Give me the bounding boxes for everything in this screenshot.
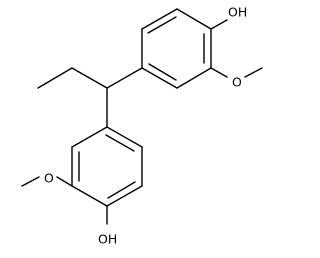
upper-ring-double-bond xyxy=(147,16,177,34)
bond-upper-ring-o xyxy=(210,67,228,78)
bond-lower-ring-o xyxy=(56,176,73,187)
bond-upper-o-methyl xyxy=(244,67,263,78)
upper-ring-double-bond xyxy=(148,63,177,81)
lower-ring-bond xyxy=(71,126,108,148)
hydroxyl-label-bottom: OH xyxy=(98,232,117,247)
bond-methyl-methylene xyxy=(37,67,73,89)
upper-ring-bond xyxy=(141,67,178,89)
lower-benzene-ring xyxy=(71,126,143,207)
propyl-chain xyxy=(37,67,108,89)
lower-ring-bond xyxy=(106,126,143,148)
bond-lower-o-methyl xyxy=(21,176,40,187)
upper-ring-bond xyxy=(176,8,212,30)
upper-benzene-ring xyxy=(141,8,212,89)
lower-ring-bond xyxy=(106,185,143,207)
methoxy-oxygen-label-top: O xyxy=(232,75,242,90)
lower-ring-bond xyxy=(71,185,108,207)
lower-ring-double-bond xyxy=(105,134,135,152)
upper-ring-bond xyxy=(141,8,178,30)
bond-methylene-methine xyxy=(71,67,108,89)
methoxy-oxygen-label-bottom: O xyxy=(44,171,54,186)
bond-methine-upper-ring xyxy=(106,67,143,89)
upper-ring-bond xyxy=(176,67,212,89)
hydroxyl-label-top: OH xyxy=(228,5,247,20)
bond-upper-ring-oh xyxy=(210,19,228,30)
chemical-structure-diagram: OH O O OH xyxy=(21,5,263,247)
lower-ring-double-bond xyxy=(107,181,136,199)
